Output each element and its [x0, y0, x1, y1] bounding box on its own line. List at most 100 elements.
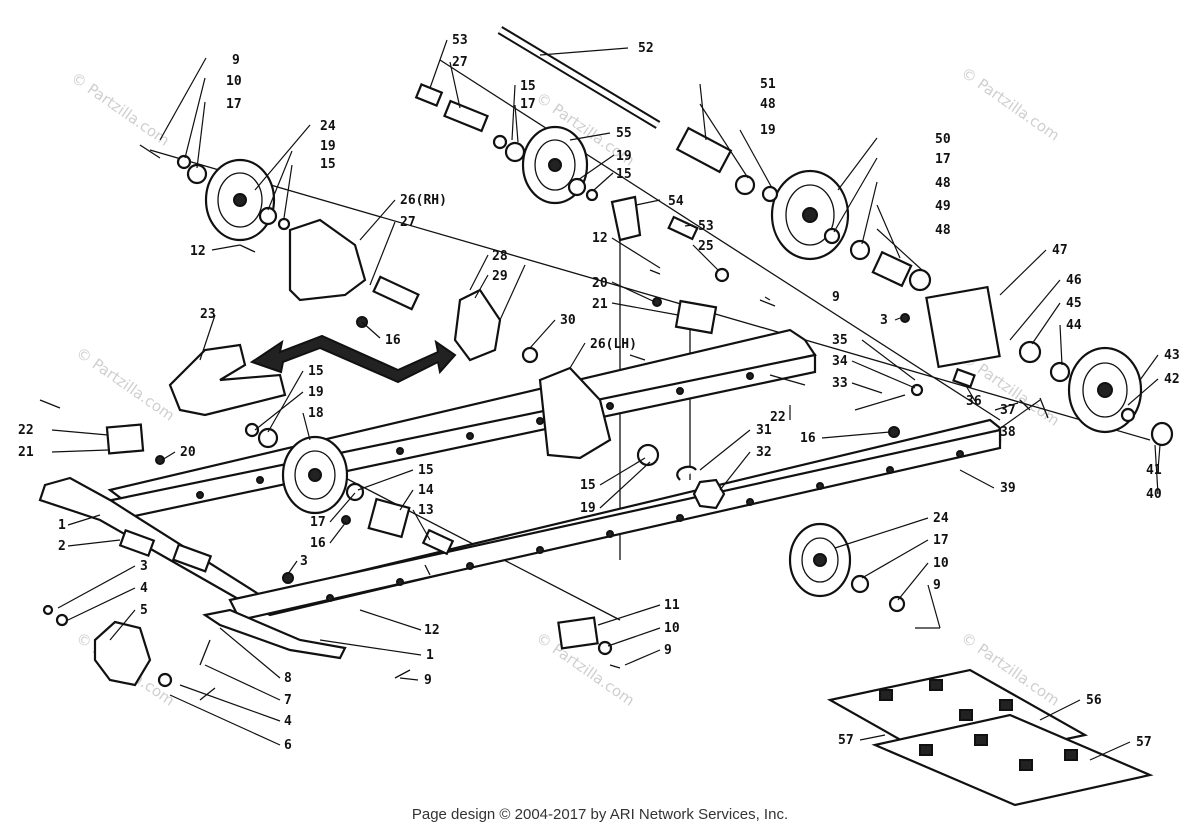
front-arm-23 — [168, 343, 287, 417]
shafts — [118, 26, 976, 573]
arm-bracket-28 — [453, 288, 502, 362]
callout: 15 — [616, 167, 632, 182]
callout: 24 — [320, 119, 336, 134]
callout: 19 — [308, 385, 324, 400]
callout-labels: 9 10 17 24 19 15 53 27 15 17 52 51 48 19… — [18, 33, 1180, 753]
callout: 16 — [385, 333, 401, 348]
callout: 9 — [424, 673, 432, 688]
leader-lines — [51, 39, 1161, 761]
callout: 12 — [592, 231, 608, 246]
idler-wheel-front-upper — [204, 158, 276, 242]
callout: 17 — [226, 97, 242, 112]
callout: 21 — [18, 445, 34, 460]
callout: 5 — [140, 603, 148, 618]
idler-wheel-front-lower — [281, 435, 349, 515]
hardware — [39, 134, 1174, 701]
callout: 20 — [592, 276, 608, 291]
callout: 15 — [418, 463, 434, 478]
callout: 34 — [832, 354, 848, 369]
block-21-lower — [105, 423, 145, 455]
callout: 21 — [592, 297, 608, 312]
callout: 2 — [58, 539, 66, 554]
callout: 47 — [1052, 243, 1068, 258]
callout: 9 — [664, 643, 672, 658]
callout: 15 — [320, 157, 336, 172]
callout: 23 — [200, 307, 216, 322]
callout: 22 — [18, 423, 34, 438]
track-clips — [826, 668, 1154, 807]
callout: 32 — [756, 445, 772, 460]
bracket-54 — [610, 195, 642, 242]
callout: 48 — [935, 176, 951, 191]
callout: 13 — [418, 503, 434, 518]
callout: 8 — [284, 671, 292, 686]
callout: 6 — [284, 738, 292, 753]
direction-arrow — [249, 334, 457, 384]
callout: 48 — [760, 97, 776, 112]
idler-wheel-rear-lower — [788, 522, 852, 598]
callout: 9 — [933, 578, 941, 593]
callout: 9 — [232, 53, 240, 68]
callout: 18 — [308, 406, 324, 421]
callout: 10 — [226, 74, 242, 89]
callout: 12 — [190, 244, 206, 259]
arm-bracket-rh — [288, 218, 367, 302]
callout: 26(LH) — [590, 337, 637, 352]
callout: 49 — [935, 199, 951, 214]
callout: 35 — [832, 333, 848, 348]
callout: 27 — [452, 55, 468, 70]
callout: 14 — [418, 483, 434, 498]
callout: 53 — [452, 33, 468, 48]
callout: 46 — [1066, 273, 1082, 288]
callout: 1 — [58, 518, 66, 533]
callout: 55 — [616, 126, 632, 141]
callout: 29 — [492, 269, 508, 284]
callout: 25 — [698, 239, 714, 254]
callout: 12 — [424, 623, 440, 638]
callout: 54 — [668, 194, 684, 209]
callout: 39 — [1000, 481, 1016, 496]
callout: 10 — [664, 621, 680, 636]
callout: 24 — [933, 511, 949, 526]
callout: 57 — [1136, 735, 1152, 750]
callout: 11 — [664, 598, 680, 613]
callout: 40 — [1146, 487, 1162, 502]
callout: 51 — [760, 77, 776, 92]
callout: 17 — [520, 97, 536, 112]
wear-strip — [202, 608, 347, 660]
callout: 19 — [320, 139, 336, 154]
callout: 3 — [140, 559, 148, 574]
callout: 28 — [492, 249, 508, 264]
callout: 19 — [616, 149, 632, 164]
brackets — [93, 195, 1001, 687]
block-14 — [367, 497, 411, 539]
callout: 37 — [1000, 403, 1016, 418]
callout: 42 — [1164, 372, 1180, 387]
callout: 41 — [1146, 463, 1162, 478]
bumper-5 — [93, 620, 152, 687]
callout: 45 — [1066, 296, 1082, 311]
watermark: © Partzilla.com — [68, 69, 173, 150]
callout: 19 — [760, 123, 776, 138]
callout: 36 — [966, 394, 982, 409]
callout: 27 — [400, 215, 416, 230]
callout: 44 — [1066, 318, 1082, 333]
spring-31 — [676, 465, 697, 481]
block-21-upper — [674, 299, 718, 335]
callout: 3 — [880, 313, 888, 328]
callout: 15 — [580, 478, 596, 493]
callout: 16 — [310, 536, 326, 551]
callout: 16 — [800, 431, 816, 446]
idler-wheel-rear-upper — [770, 169, 850, 261]
callout: 10 — [933, 556, 949, 571]
callout: 22 — [770, 410, 786, 425]
callout: 52 — [638, 41, 654, 56]
callout: 17 — [310, 515, 326, 530]
callout: 57 — [838, 733, 854, 748]
page-footer: Page design © 2004-2017 by ARI Network S… — [411, 806, 789, 823]
callout: 17 — [935, 152, 951, 167]
callout: 43 — [1164, 348, 1180, 363]
callout: 38 — [1000, 425, 1016, 440]
callout: 53 — [698, 219, 714, 234]
